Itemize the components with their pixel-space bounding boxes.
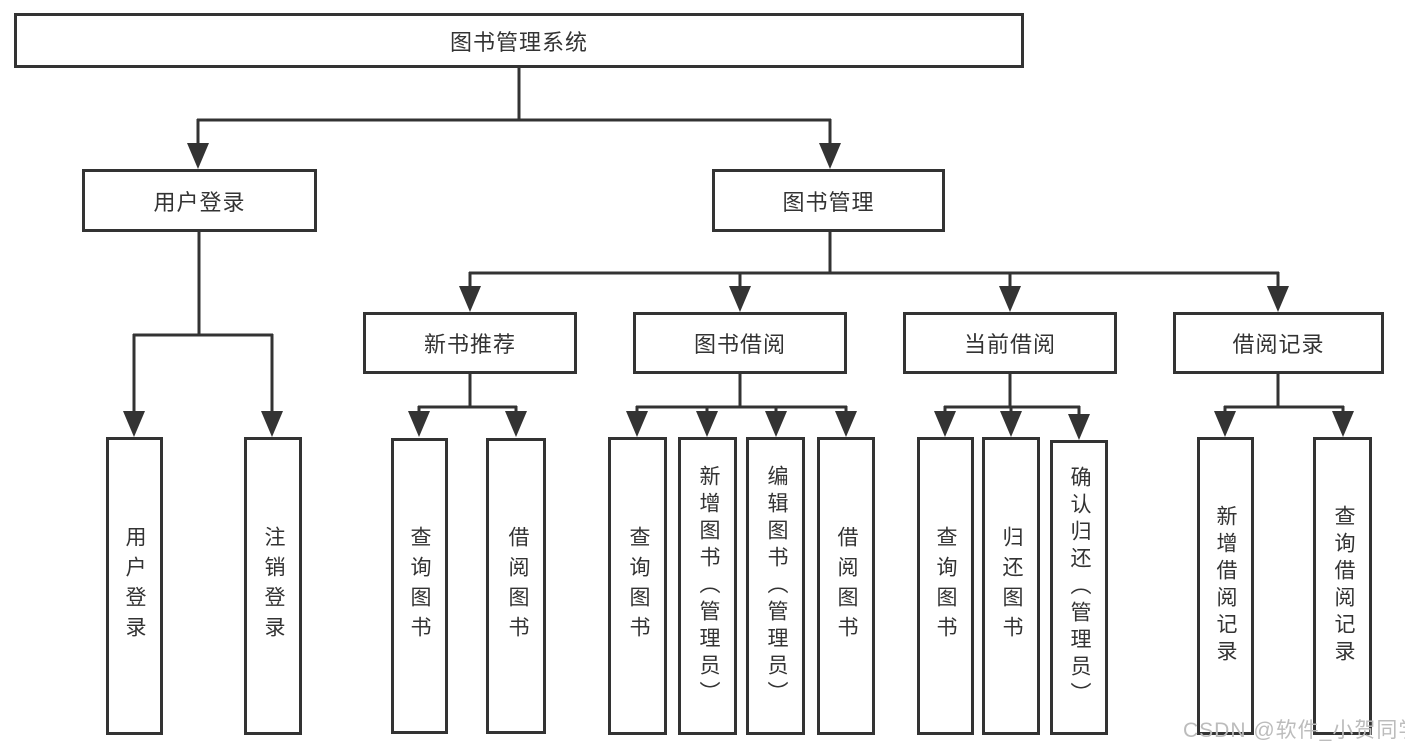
leaf-borrow-edit-books-admin: 编辑图书（管理员） <box>746 437 805 735</box>
arrowhead <box>261 411 283 437</box>
arrowhead <box>459 286 481 312</box>
leaf-borrow-add-books-admin: 新增图书（管理员） <box>678 437 737 735</box>
watermark: CSDN @软件_小贺同学 <box>1183 719 1405 742</box>
arrowhead <box>1214 411 1236 437</box>
leaf-newbook-query-books: 查询图书 <box>391 438 448 734</box>
node-root: 图书管理系统 <box>14 13 1024 68</box>
node-book-borrow: 图书借阅 <box>633 312 847 374</box>
leaf-newbook-borrow-books: 借阅图书 <box>486 438 546 734</box>
arrowhead <box>934 411 956 437</box>
arrowhead <box>626 411 648 437</box>
arrowhead <box>765 411 787 437</box>
arrowhead <box>729 286 751 312</box>
leaf-user-login: 用户登录 <box>106 437 163 735</box>
arrowhead <box>1267 286 1289 312</box>
arrowhead <box>187 143 209 169</box>
arrowhead <box>505 411 527 437</box>
node-book-management: 图书管理 <box>712 169 945 232</box>
leaf-borrow-query-books: 查询图书 <box>608 437 667 735</box>
leaf-borrow-borrow-books: 借阅图书 <box>817 437 875 735</box>
leaf-logout: 注销登录 <box>244 437 302 735</box>
arrowhead <box>1068 414 1090 440</box>
arrowhead <box>999 286 1021 312</box>
arrowhead <box>835 411 857 437</box>
leaf-records-add-record: 新增借阅记录 <box>1197 437 1254 735</box>
node-user-login: 用户登录 <box>82 169 317 232</box>
leaf-records-query-record: 查询借阅记录 <box>1313 437 1372 735</box>
arrowhead <box>819 143 841 169</box>
arrowhead <box>123 411 145 437</box>
arrowhead <box>1332 411 1354 437</box>
arrowhead <box>408 411 430 437</box>
node-new-book-recommend: 新书推荐 <box>363 312 577 374</box>
node-current-borrow: 当前借阅 <box>903 312 1117 374</box>
node-borrow-records: 借阅记录 <box>1173 312 1384 374</box>
leaf-current-return-books: 归还图书 <box>982 437 1040 735</box>
arrowhead <box>1000 411 1022 437</box>
leaf-current-query-books: 查询图书 <box>917 437 974 735</box>
leaf-current-confirm-return-admin: 确认归还（管理员） <box>1050 440 1108 735</box>
arrowhead <box>696 411 718 437</box>
